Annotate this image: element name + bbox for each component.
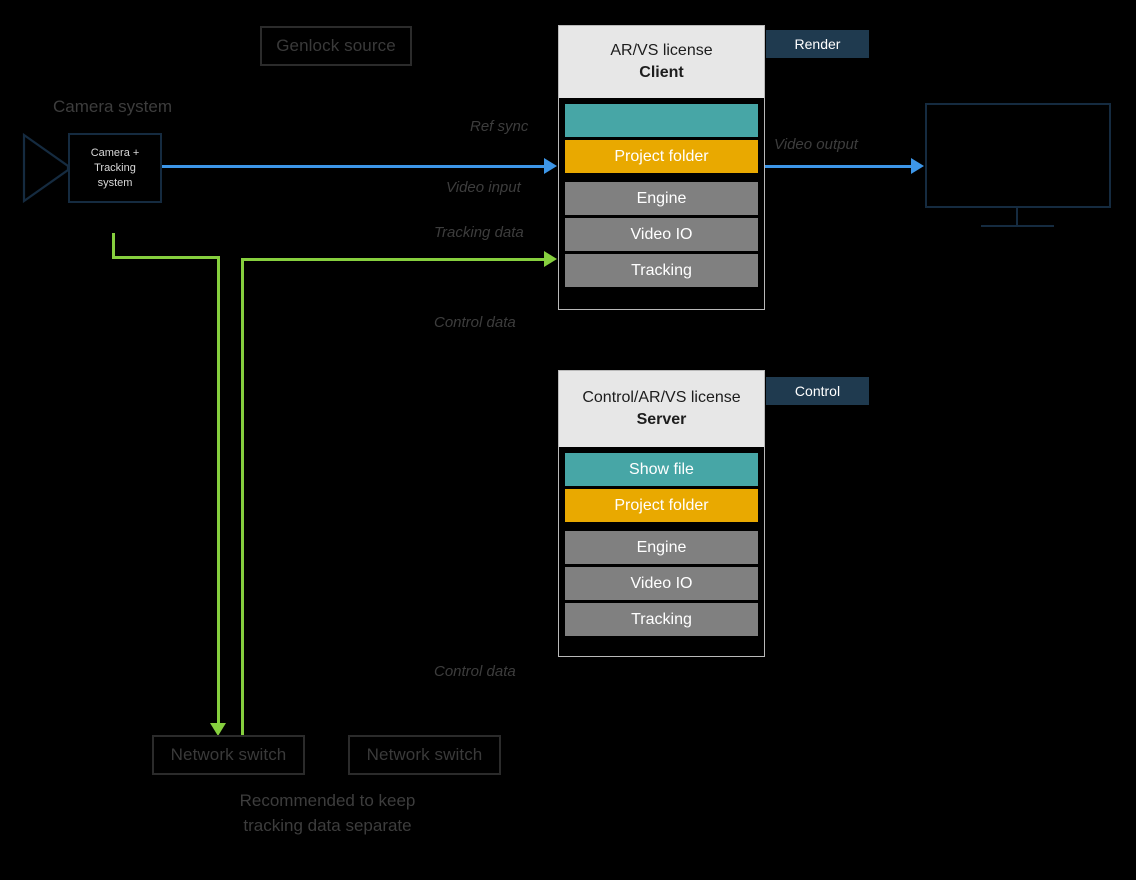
tracking-data-label: Tracking data (434, 224, 524, 241)
client-header: AR/VS license Client (559, 26, 764, 98)
network-switch-left-label: Network switch (170, 745, 287, 764)
control-data-label-bottom: Control data (434, 663, 516, 680)
ref-sync-label: Ref sync (470, 118, 529, 135)
tracking-data-arrowhead-client (544, 251, 557, 267)
client-bar-showfile[interactable] (565, 104, 758, 137)
server-header: Control/AR/VS license Server (559, 371, 764, 447)
control-data-label-top: Control data (434, 314, 516, 331)
server-role-label: Server (636, 411, 687, 428)
server-bar-video-io[interactable]: Video IO (565, 567, 758, 600)
display-monitor-neck (1016, 208, 1018, 226)
server-machine[interactable]: Control/AR/VS license Server Show file P… (558, 370, 765, 657)
server-bar-engine[interactable]: Engine (565, 531, 758, 564)
client-body: Project folder Engine Video IO Tracking (559, 98, 764, 309)
tracking-data-connector-segment-2 (112, 256, 220, 259)
tracking-data-connector-segment-3 (217, 256, 220, 728)
server-bar-tracking[interactable]: Tracking (565, 603, 758, 636)
client-license-label: AR/VS license (610, 42, 713, 59)
video-input-connector (162, 165, 546, 168)
server-bar-gap-2 (565, 522, 758, 531)
network-switch-right-label: Network switch (366, 745, 483, 764)
genlock-source-label: Genlock source (276, 36, 396, 55)
video-input-label: Video input (446, 179, 521, 196)
video-input-arrowhead (544, 158, 557, 174)
display-monitor-screen (925, 103, 1111, 208)
camera-tracking-system-label: Camera + Tracking system (90, 146, 140, 189)
camera-system-label: Camera system (53, 97, 173, 116)
network-switch-right[interactable]: Network switch (348, 735, 501, 775)
control-data-connector-vertical (241, 258, 244, 736)
network-switch-caption: Recommended to keep tracking data separa… (239, 791, 416, 835)
render-badge-label: Render (794, 36, 841, 52)
server-license-label: Control/AR/VS license (582, 389, 741, 406)
client-bar-engine[interactable]: Engine (565, 182, 758, 215)
network-switch-left[interactable]: Network switch (152, 735, 305, 775)
control-badge[interactable]: Control (766, 377, 869, 405)
control-badge-label: Control (794, 383, 841, 399)
genlock-source-box[interactable]: Genlock source (260, 26, 412, 66)
client-bar-video-io[interactable]: Video IO (565, 218, 758, 251)
server-bar-project-folder[interactable]: Project folder (565, 489, 758, 522)
display-monitor-base (981, 225, 1054, 227)
camera-tracking-system-box[interactable]: Camera + Tracking system (68, 133, 162, 203)
video-output-arrowhead (911, 158, 924, 174)
server-body: Show file Project folder Engine Video IO… (559, 447, 764, 656)
client-bar-tracking[interactable]: Tracking (565, 254, 758, 287)
render-badge[interactable]: Render (766, 30, 869, 58)
control-data-connector-horizontal (241, 258, 546, 261)
tracking-data-connector-segment-1 (112, 233, 115, 259)
video-output-label: Video output (774, 136, 858, 153)
tracking-data-arrowhead-switch (210, 723, 226, 736)
client-bar-gap-2 (565, 173, 758, 182)
video-camera-icon (22, 132, 70, 204)
client-bar-project-folder[interactable]: Project folder (565, 140, 758, 173)
client-machine[interactable]: AR/VS license Client Project folder Engi… (558, 25, 765, 310)
server-bar-showfile[interactable]: Show file (565, 453, 758, 486)
client-role-label: Client (639, 64, 684, 81)
video-output-connector (765, 165, 913, 168)
